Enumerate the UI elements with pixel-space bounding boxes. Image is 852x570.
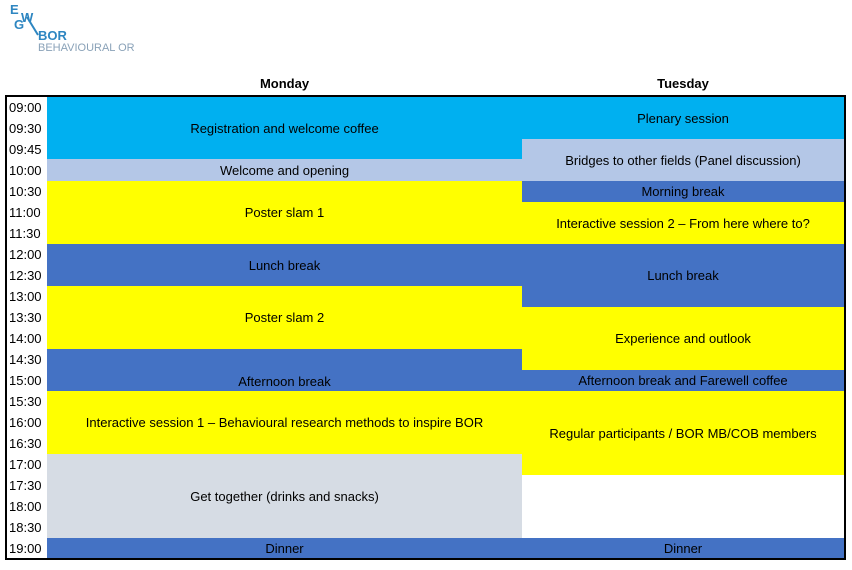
monday-session-welcome: Welcome and opening [47,159,522,181]
time-label: 11:00 [9,205,41,220]
tuesday-session-lunch: Lunch break [522,244,844,307]
time-label: 15:30 [9,394,42,409]
time-label: 09:30 [9,121,42,136]
logo-line-2: BEHAVIOURAL OR [38,42,135,54]
tuesday-column: Plenary session Bridges to other fields … [522,97,844,558]
monday-session-lunch: Lunch break [47,244,522,286]
time-label: 18:00 [9,499,42,514]
time-label: 18:30 [9,520,42,535]
ewg-bor-logo: E W G BOR BEHAVIOURAL OR [8,2,158,62]
time-label: 09:00 [9,100,42,115]
time-label: 14:00 [9,331,42,346]
time-label: 10:00 [9,163,42,178]
time-label: 09:45 [9,142,42,157]
tuesday-session-plenary: Plenary session [522,97,844,139]
monday-session-get-together: Get together (drinks and snacks) [47,454,522,538]
monday-session-afternoon-break: Afternoon break [47,349,522,391]
time-label: 12:30 [9,268,42,283]
monday-session-poster-slam-2: Poster slam 2 [47,286,522,349]
day-header-monday: Monday [259,76,310,91]
monday-session-poster-slam-1: Poster slam 1 [47,181,522,244]
logo-mark-g: G [14,17,25,32]
tuesday-session-interactive-2: Interactive session 2 – From here where … [522,202,844,244]
time-label: 14:30 [9,352,42,367]
logo-slash-icon [26,16,39,36]
tuesday-session-afternoon-break: Afternoon break and Farewell coffee [522,370,844,391]
tuesday-session-morning-break: Morning break [522,181,844,202]
tuesday-session-panel: Bridges to other fields (Panel discussio… [522,139,844,181]
monday-session-interactive-1: Interactive session 1 – Behavioural rese… [47,391,522,454]
tuesday-session-dinner: Dinner [522,538,844,558]
time-label: 16:00 [9,415,42,430]
logo-mark: E [10,2,19,17]
monday-session-registration: Registration and welcome coffee [47,97,522,159]
schedule-grid: 09:00 09:30 09:45 10:00 10:30 11:00 11:3… [5,95,846,560]
time-label: 13:00 [9,289,42,304]
monday-column: Registration and welcome coffee Welcome … [47,97,522,558]
time-label: 11:30 [9,226,41,241]
time-column: 09:00 09:30 09:45 10:00 10:30 11:00 11:3… [7,97,48,558]
tuesday-session-experience: Experience and outlook [522,307,844,370]
time-label: 19:00 [9,541,42,556]
time-label: 10:30 [9,184,42,199]
monday-session-dinner: Dinner [47,538,522,558]
tuesday-empty-slot [522,475,844,538]
time-label: 13:30 [9,310,42,325]
time-label: 12:00 [9,247,42,262]
day-header-tuesday: Tuesday [657,76,709,91]
time-label: 17:30 [9,478,42,493]
time-label: 16:30 [9,436,42,451]
time-label: 17:00 [9,457,42,472]
tuesday-session-regular-participants: Regular participants / BOR MB/COB member… [522,391,844,475]
logo-line-1: BOR [38,28,67,43]
time-label: 15:00 [9,373,42,388]
